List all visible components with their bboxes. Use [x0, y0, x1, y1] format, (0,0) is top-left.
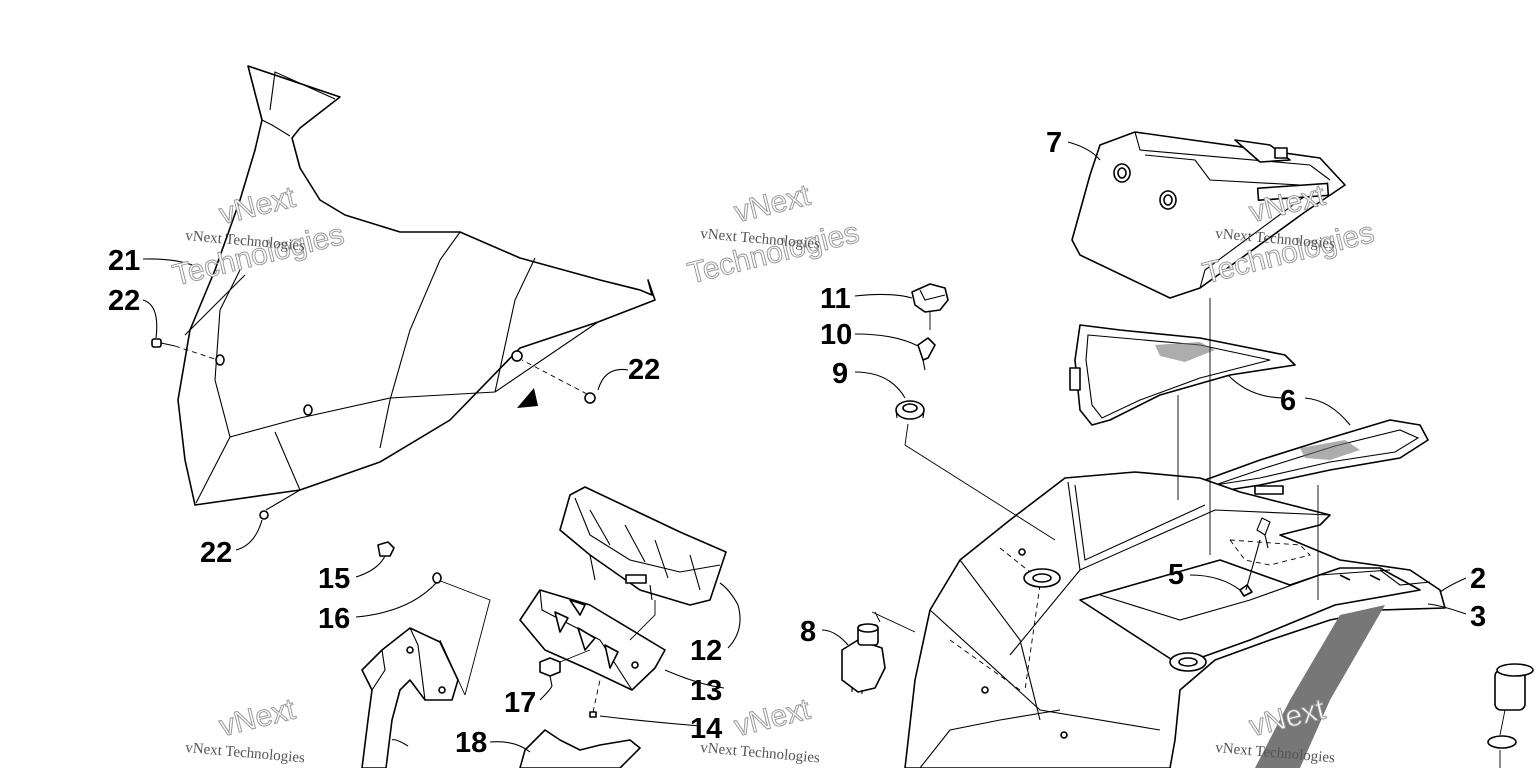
callout-6: 6: [1280, 385, 1296, 417]
svg-text:vNext: vNext: [216, 693, 299, 744]
callout-13: 13: [690, 675, 722, 707]
callout-16: 16: [318, 603, 350, 635]
callout-7: 7: [1046, 127, 1062, 159]
watermark-4: vNext vNext Technologies: [185, 692, 306, 766]
windshield-screw-right: [521, 359, 596, 404]
callout-22-upper: 22: [108, 285, 140, 317]
support-washer: [432, 572, 442, 584]
svg-text:vNext: vNext: [731, 179, 814, 230]
callout-12: 12: [690, 635, 722, 667]
svg-text:vNext: vNext: [731, 693, 814, 744]
callout-15: 15: [318, 563, 350, 595]
windshield-part: [177, 65, 656, 506]
callout-10: 10: [820, 319, 852, 351]
storage-lid-part: [1071, 131, 1346, 299]
callout-9: 9: [832, 358, 848, 390]
svg-text:vNext Technologies: vNext Technologies: [700, 740, 821, 766]
callout-21: 21: [108, 245, 140, 277]
support-bracket-part: [361, 579, 491, 768]
callout-22-right: 22: [628, 354, 660, 386]
bracket-nut: [589, 679, 601, 718]
gauge-bracket-part: [519, 589, 666, 691]
callout-8: 8: [800, 616, 816, 648]
hood-screw: [1239, 517, 1271, 597]
windshield-screw: [151, 338, 219, 361]
speedometer-part: [559, 486, 727, 606]
watermark-6: vNext vNext Technologies: [1215, 692, 1336, 766]
lower-bracket-part: [519, 729, 641, 768]
callout-labels: 7 11 10 9 6 5 2 3 8 12 13 14 17 18 15 16…: [108, 127, 1486, 759]
ignition-nut-part: [895, 400, 1056, 541]
ignition-switch-part: [841, 611, 916, 694]
callout-14: 14: [690, 713, 722, 745]
lens-left-part: [1069, 324, 1296, 426]
support-nut: [377, 541, 395, 557]
ignition-key-part: [917, 337, 936, 371]
direction-arrow-icon: [517, 388, 538, 408]
callout-11: 11: [820, 283, 851, 315]
callout-22-lower: 22: [200, 537, 232, 569]
hood-panel-part: [904, 471, 1446, 768]
bracket-bolt: [539, 649, 591, 687]
callout-2: 2: [1470, 563, 1486, 595]
callout-17: 17: [504, 687, 536, 719]
ignition-cap-part: [911, 283, 949, 330]
side-fuel-cap-part: [1487, 663, 1534, 768]
callout-5: 5: [1168, 559, 1184, 591]
watermark-2: vNext Technologies vNext Technologies: [684, 178, 863, 291]
lens-right-part: [1204, 419, 1429, 495]
windshield-washer: [259, 431, 301, 520]
callout-3: 3: [1470, 601, 1486, 633]
leader-lines: [142, 141, 1467, 753]
callout-18: 18: [455, 727, 487, 759]
svg-text:vNext Technologies: vNext Technologies: [185, 740, 306, 766]
